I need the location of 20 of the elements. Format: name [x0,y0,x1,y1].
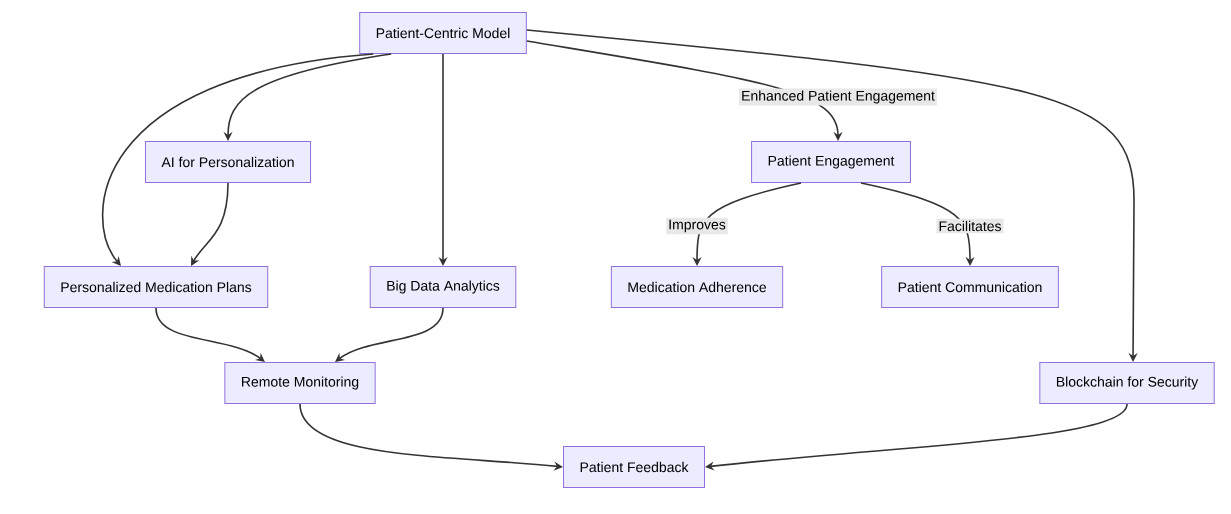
process-box: Patient-Centric Model [359,12,527,54]
process-box: Blockchain for Security [1039,362,1215,404]
arrow [101,53,374,266]
process-box: Personalized Medication Plans [43,266,269,308]
process-box: Patient Engagement [751,141,911,183]
process-box: Patient Feedback [563,446,705,488]
process-box: Remote Monitoring [224,362,376,404]
edge-label: Facilitates [936,218,1004,234]
process-box: Patient Communication [881,266,1059,308]
arrow [526,29,1138,362]
arrow [860,182,975,266]
edge-label: Improves [666,217,728,235]
arrow [335,307,444,362]
arrow [191,182,229,266]
arrow [155,307,265,362]
process-box: Big Data Analytics [369,266,517,308]
process-box: Medication Adherence [610,266,784,308]
edge-label: Enhanced Patient Engagement [739,88,937,106]
arrow [705,403,1128,471]
process-box: AI for Personalization [144,141,312,183]
